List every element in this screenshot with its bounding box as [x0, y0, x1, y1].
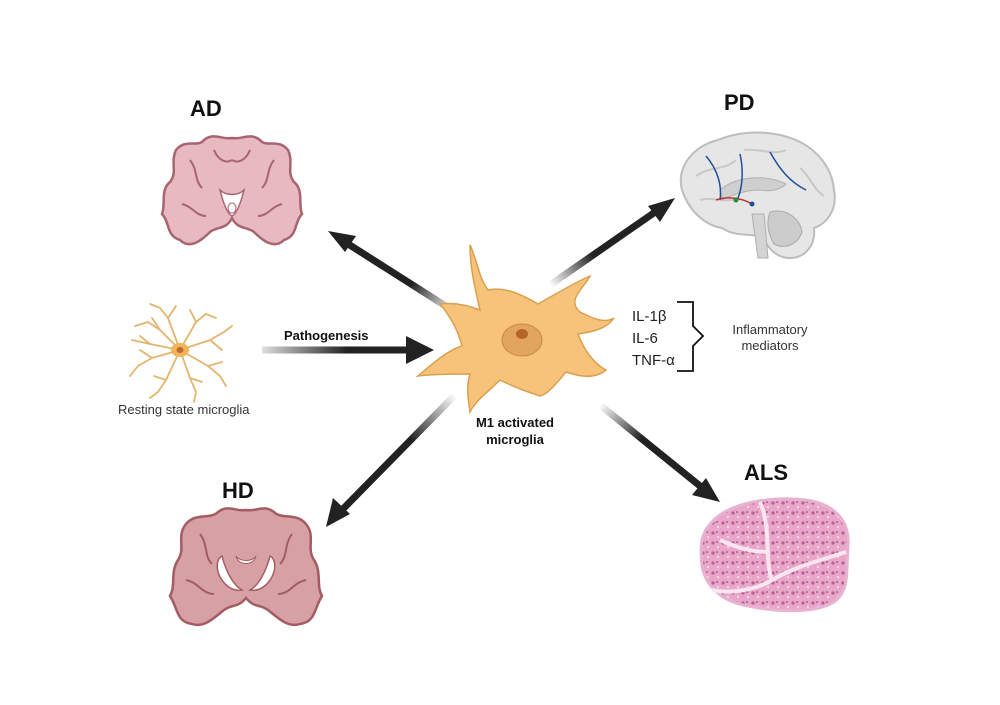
cytokine-tnfa: TNF-α [632, 352, 675, 369]
label-m1-microglia: M1 activated microglia [470, 414, 560, 448]
label-resting-microglia: Resting state microglia [118, 402, 250, 417]
muscle-cross-section-icon [699, 497, 850, 613]
label-pd: PD [724, 90, 755, 115]
label-hd: HD [222, 478, 254, 503]
cytokine-il6: IL-6 [632, 330, 658, 347]
arrow-to-pd [548, 198, 675, 288]
mediators-line1: Inflammatory [732, 322, 808, 337]
label-m1-line1: M1 activated [475, 415, 555, 430]
label-ad: AD [190, 96, 222, 121]
pathogenesis-arrow [262, 336, 434, 364]
ramified-microglia-icon [129, 303, 233, 403]
arrow-to-als [597, 402, 720, 502]
cytokine-list: IL-1β IL-6 TNF-α [632, 306, 675, 372]
cytokine-bracket [677, 301, 705, 372]
brain-sagittal-icon [679, 131, 836, 260]
cytokine-il1b: IL-1β [632, 308, 667, 325]
label-inflammatory-mediators: Inflammatory mediators [718, 322, 822, 354]
brain-coronal-ventricles-icon [168, 507, 324, 627]
amoeboid-microglia-icon [415, 244, 615, 415]
label-m1-line2: microglia [486, 432, 544, 447]
arrow-to-hd [326, 392, 458, 527]
label-pathogenesis: Pathogenesis [284, 328, 369, 343]
mediators-line2: mediators [741, 338, 799, 353]
label-als: ALS [744, 460, 788, 485]
resting-nucleus [176, 347, 184, 353]
brain-coronal-atrophy-icon [160, 135, 304, 246]
arrow-to-ad [328, 231, 457, 315]
